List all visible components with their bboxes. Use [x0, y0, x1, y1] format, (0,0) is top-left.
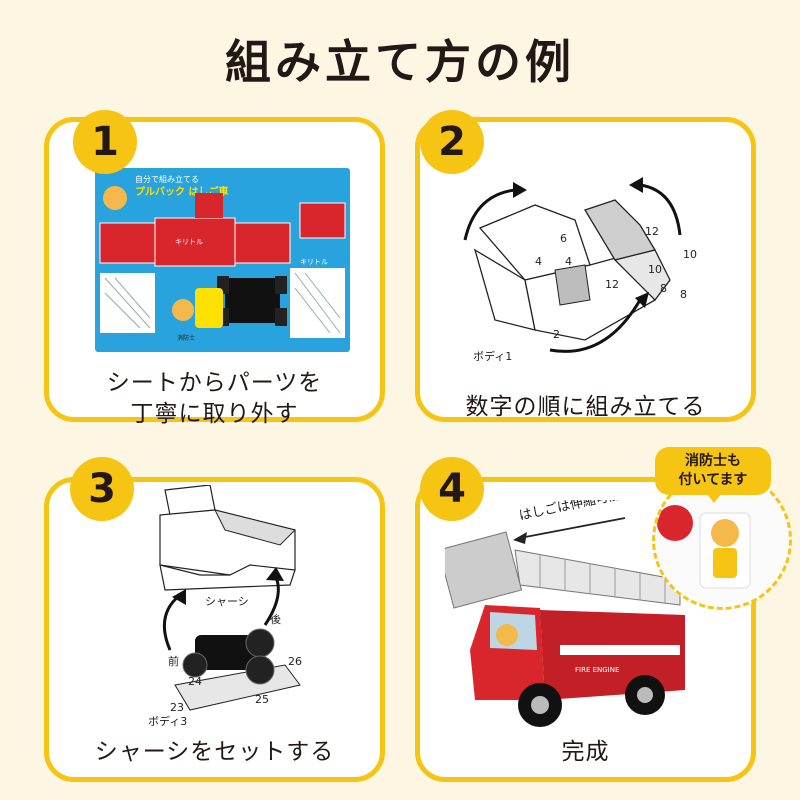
step-card-3: [44, 477, 385, 782]
parts-sheet-illustration: 自分で組み立てる プルバック はしご車 キリトル キリトル 消防士: [95, 168, 350, 352]
step-1-caption: シートからパーツを 丁寧に取り外す: [44, 368, 385, 430]
sheet-logo: 消防士: [177, 334, 195, 342]
sheet-label-1: キリトル: [175, 238, 203, 246]
step-number-2: 2: [420, 110, 484, 174]
step-number-3: 3: [70, 457, 134, 521]
step-number-4: 4: [420, 457, 484, 521]
step-number-1: 1: [73, 110, 137, 174]
ladder-note: はしごは伸縮可能: [518, 500, 623, 524]
callout-tail: [706, 493, 722, 503]
num-12a: 12: [645, 225, 659, 238]
num-8b: 8: [680, 288, 687, 301]
callout-line1: 消防士も: [685, 453, 741, 469]
truck-text: FIRE ENGINE: [575, 666, 619, 674]
step-1-caption-line2: 丁寧に取り外す: [130, 401, 299, 427]
label-rear: 後: [270, 612, 281, 626]
num-10a: 10: [683, 248, 697, 261]
firefighter-callout: 消防士も 付いてます: [655, 447, 771, 495]
part-label-body3: ボディ3: [148, 714, 187, 728]
num-8a: 8: [660, 282, 667, 295]
num-24: 24: [188, 675, 202, 688]
sheet-label-2: キリトル: [300, 258, 328, 266]
step-1-caption-line1: シートからパーツを: [106, 370, 323, 396]
num-12b: 12: [605, 278, 619, 291]
body-assembly-illustration: 6 4 4 12 12 10 10 8 8 2 ボディ1: [463, 177, 697, 363]
num-23: 23: [170, 701, 184, 714]
step-3-caption: シャーシをセットする: [94, 739, 335, 765]
num-26: 26: [288, 655, 302, 668]
num-4b: 4: [565, 255, 572, 268]
page-title: 組み立て方の例: [225, 35, 575, 89]
part-label-body1: ボディ1: [473, 349, 512, 363]
sheet-header: 自分で組み立てる: [135, 174, 199, 184]
label-chassis: シャーシ: [205, 595, 249, 608]
num-4a: 4: [535, 255, 542, 268]
callout-line2: 付いてます: [678, 472, 748, 488]
chassis-assembly-illustration: シャーシ 後 前 24 23 25 26 ボディ3: [148, 485, 302, 728]
label-front: 前: [168, 654, 179, 668]
num-25: 25: [255, 693, 269, 706]
num-6: 6: [560, 232, 567, 245]
firefighter-figure: [657, 505, 751, 589]
step-2-caption: 数字の順に組み立てる: [465, 394, 706, 420]
step-4-caption: 完成: [561, 739, 610, 765]
finished-truck-illustration: はしごは伸縮可能 FIRE ENGINE: [445, 500, 685, 727]
num-2: 2: [553, 328, 560, 341]
num-10b: 10: [648, 263, 662, 276]
